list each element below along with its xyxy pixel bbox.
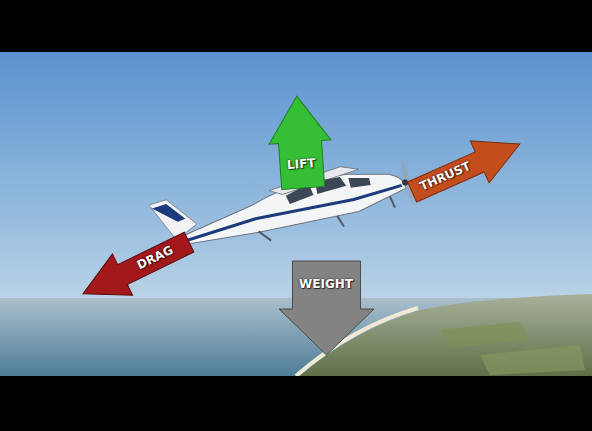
arrow-label-group: WEIGHT: [299, 278, 353, 292]
arrow-outline: [403, 123, 530, 213]
sky: [0, 52, 592, 376]
force-label: LIFT: [287, 157, 316, 173]
force-arrow: LIFT: [266, 94, 334, 190]
arrow-outline: [279, 261, 374, 355]
arrow-outline: [266, 94, 334, 190]
force-label: WEIGHT: [299, 278, 353, 292]
arrow-label-group: LIFT: [287, 157, 316, 173]
field: [440, 322, 530, 348]
airplane: [129, 141, 416, 275]
letterbox-bar: [0, 0, 592, 52]
arrow-shape: [279, 261, 374, 355]
arrow-shape: [266, 94, 334, 190]
force-arrow: WEIGHT: [279, 261, 374, 355]
field: [480, 345, 585, 375]
arrow-outline: [73, 221, 199, 314]
letterbox-bar: [0, 376, 592, 431]
